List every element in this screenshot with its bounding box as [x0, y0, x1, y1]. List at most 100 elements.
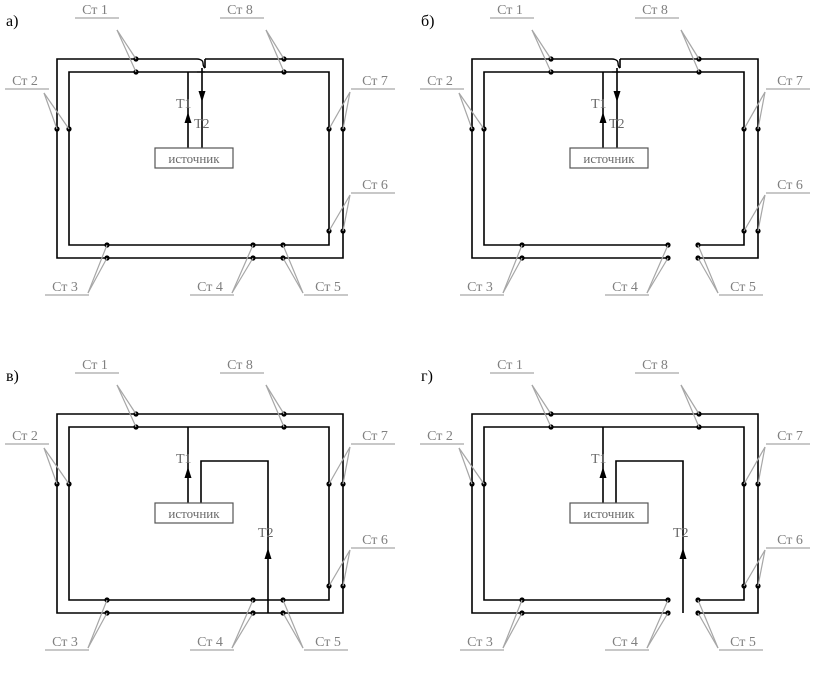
outer-pipe — [205, 58, 344, 259]
station-leader-line — [43, 447, 70, 485]
outer-pipe — [471, 58, 668, 259]
station-leader-line — [646, 599, 669, 649]
station-leader-line — [646, 244, 669, 294]
station-leader-line — [502, 599, 523, 649]
station-leader-line — [282, 257, 304, 294]
station-label: Ст 4 — [612, 280, 638, 295]
station-leader-line — [43, 92, 58, 130]
station-leader-line — [342, 549, 351, 587]
station-label: Ст 5 — [315, 280, 341, 295]
outer-pipe — [620, 58, 759, 259]
station-label: Ст 3 — [52, 635, 78, 650]
station-label: Ст 2 — [12, 429, 38, 444]
inner-pipe — [68, 426, 330, 601]
station-label: Ст 6 — [777, 178, 803, 193]
station-leader-line — [757, 549, 766, 587]
station-leader-line — [328, 446, 351, 485]
station-label: Ст 2 — [12, 74, 38, 89]
station-leader-line — [458, 92, 473, 130]
station-label: Ст 5 — [730, 635, 756, 650]
inner-pipe — [483, 71, 668, 246]
station-label: Ст 2 — [427, 429, 453, 444]
label-t1: Т1 — [591, 452, 607, 467]
station-label: Ст 5 — [315, 635, 341, 650]
station-leader-line — [531, 384, 552, 415]
station-leader-line — [531, 29, 552, 73]
arrow-up-icon — [184, 467, 192, 478]
station-leader-line — [87, 244, 108, 294]
station-leader-line — [43, 92, 70, 130]
station-leader-line — [697, 612, 719, 649]
station-leader-line — [282, 244, 304, 294]
station-leader-line — [116, 384, 137, 428]
station-leader-line — [458, 92, 485, 130]
panel-letter: в) — [6, 368, 19, 385]
source-label: источник — [168, 506, 220, 521]
station-leader-line — [231, 257, 254, 294]
station-leader-line — [697, 257, 719, 294]
station-leader-line — [646, 612, 669, 649]
station-label: Ст 3 — [467, 635, 493, 650]
station-leader-line — [502, 257, 523, 294]
station-leader-line — [328, 91, 351, 130]
station-leader-line — [743, 549, 766, 587]
station-label: Ст 8 — [642, 358, 668, 373]
label-t2: Т2 — [673, 526, 689, 541]
station-label: Ст 6 — [362, 533, 388, 548]
station-leader-line — [646, 257, 669, 294]
station-label: Ст 3 — [467, 280, 493, 295]
station-leader-line — [87, 257, 108, 294]
outer-pipe — [56, 413, 344, 614]
station-leader-line — [231, 612, 254, 649]
station-leader-line — [680, 384, 700, 428]
station-leader-line — [342, 194, 351, 232]
pipe-crossover — [611, 58, 621, 69]
label-t2: Т2 — [194, 117, 210, 132]
station-label: Ст 8 — [227, 358, 253, 373]
station-leader-line — [265, 384, 285, 415]
station-leader-line — [231, 599, 254, 649]
station-leader-line — [531, 384, 552, 428]
arrow-down-icon — [613, 91, 621, 102]
station-label: Ст 7 — [777, 429, 803, 444]
station-leader-line — [328, 549, 351, 587]
station-leader-line — [43, 447, 58, 485]
station-leader-line — [342, 91, 351, 130]
panel-letter: а) — [6, 13, 18, 30]
source-box — [154, 502, 234, 524]
arrow-up-icon — [599, 112, 607, 123]
outer-pipe — [56, 58, 253, 259]
label-t2: Т2 — [258, 526, 274, 541]
station-leader-line — [282, 599, 304, 649]
inner-pipe — [620, 71, 745, 246]
station-label: Ст 8 — [642, 3, 668, 18]
outer-pipe — [471, 413, 759, 614]
station-leader-line — [502, 612, 523, 649]
arrow-down-icon — [198, 91, 206, 102]
pipe-crossover — [196, 58, 206, 69]
station-leader-line — [116, 384, 137, 415]
source-label: источник — [168, 151, 220, 166]
station-label: Ст 7 — [362, 74, 388, 89]
station-label: Ст 3 — [52, 280, 78, 295]
label-t1: Т1 — [176, 452, 192, 467]
station-leader-line — [743, 194, 766, 232]
station-leader-line — [680, 384, 700, 415]
station-label: Ст 6 — [362, 178, 388, 193]
panel-letter: б) — [421, 13, 434, 30]
arrow-up-icon — [599, 467, 607, 478]
panel-letter: г) — [421, 368, 433, 385]
station-leader-line — [265, 29, 285, 73]
station-leader-line — [680, 29, 700, 73]
station-label: Ст 7 — [362, 429, 388, 444]
return-pipe-t2 — [615, 460, 684, 613]
station-leader-line — [231, 244, 254, 294]
station-leader-line — [282, 612, 304, 649]
label-t1: Т1 — [591, 97, 607, 112]
station-leader-line — [743, 91, 766, 130]
